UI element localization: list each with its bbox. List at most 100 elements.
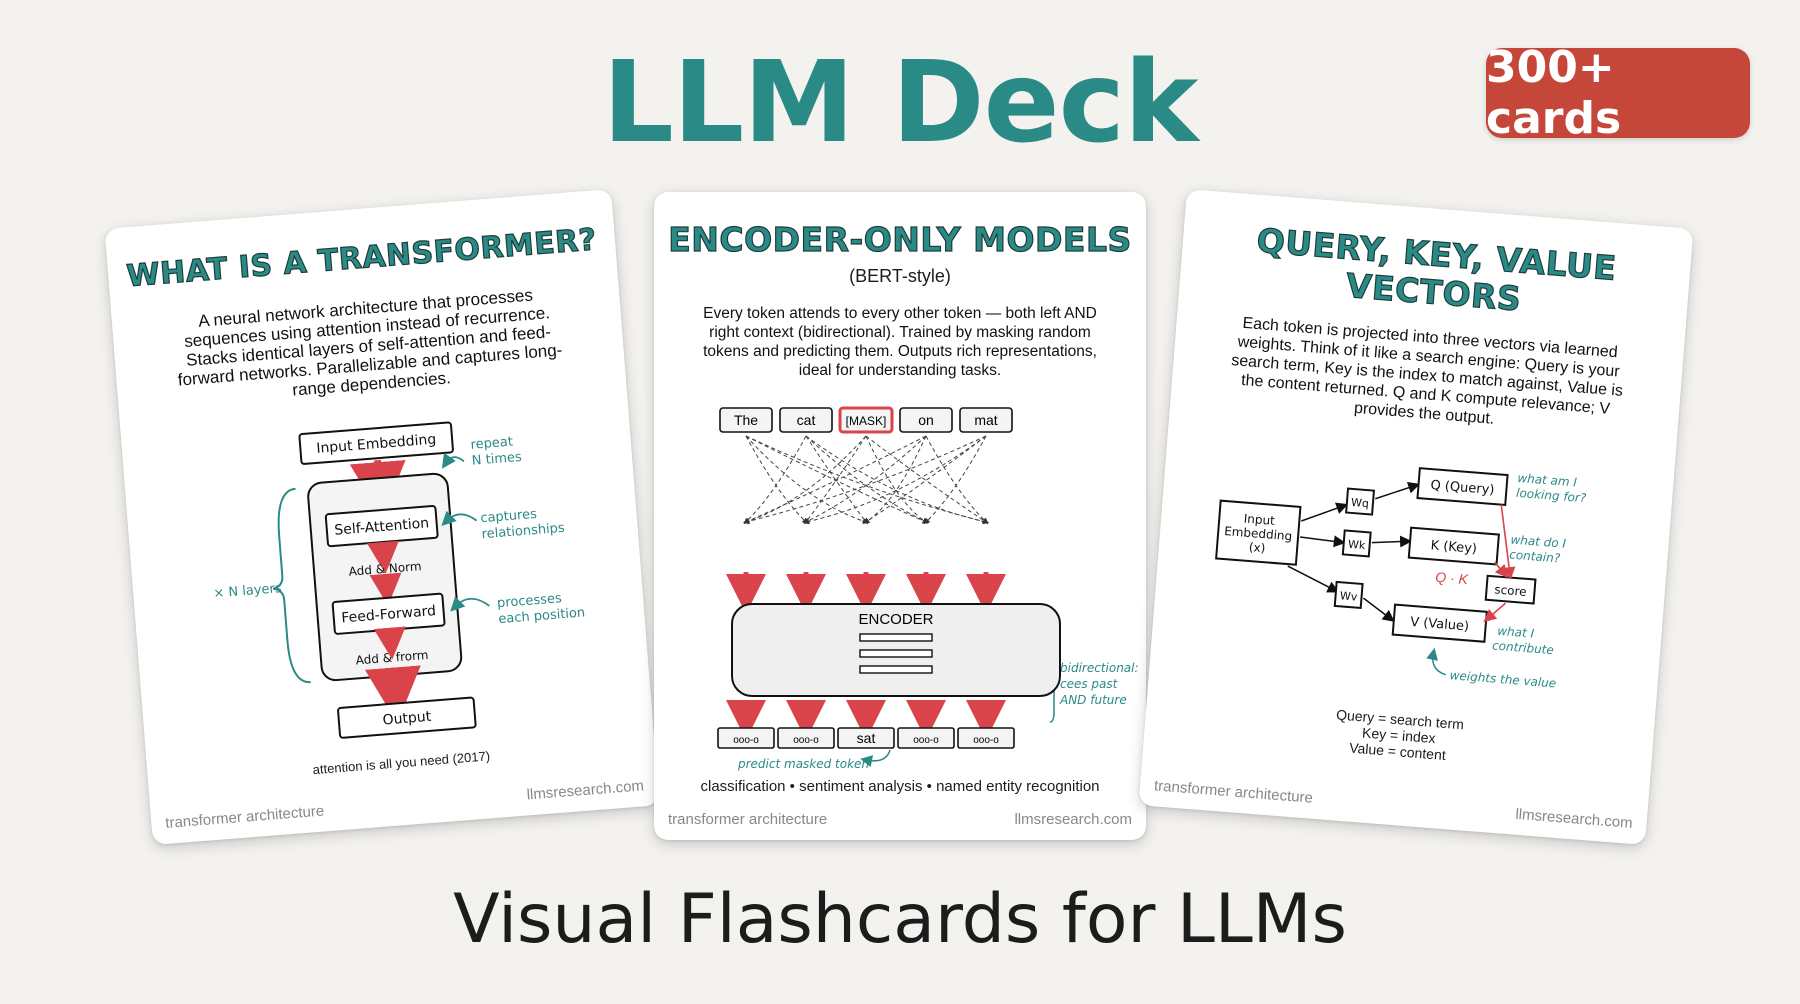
token-label: The	[734, 412, 758, 428]
attention-line	[865, 435, 989, 524]
wk-box	[1341, 529, 1372, 558]
query-label: Q (Query)	[1430, 478, 1495, 498]
bidirectional-note-2: cees past	[1060, 677, 1119, 691]
token-label: mat	[974, 412, 997, 428]
wq-label: Wq	[1351, 496, 1370, 510]
input-embedding-label: Input	[1243, 512, 1275, 528]
query-box	[1416, 467, 1509, 507]
attention-line	[863, 435, 927, 524]
card-footer-right: llmsresearch.com	[1014, 811, 1132, 828]
encoder-label: ENCODER	[858, 611, 933, 628]
output-token-label: ooo-o	[913, 735, 939, 746]
attention-line	[805, 435, 868, 525]
processes-note: processes	[497, 591, 563, 611]
output-token-label: ooo-o	[733, 735, 759, 746]
output-token-box	[957, 727, 1015, 749]
value-box	[1391, 603, 1488, 643]
feed-forward-label: Feed-Forward	[341, 603, 437, 626]
attention-line	[803, 435, 987, 525]
card-description: Every token attends to every other token…	[703, 305, 1097, 379]
input-embedding-box	[1215, 499, 1302, 566]
attention-line	[743, 435, 927, 524]
layers-note: × N layers	[213, 581, 282, 601]
score-label: score	[1494, 582, 1527, 598]
value-label: V (Value)	[1410, 615, 1470, 635]
attention-line	[923, 435, 987, 525]
query-note-2: looking for?	[1516, 486, 1588, 506]
wv-box	[1333, 580, 1364, 610]
wk-label: Wk	[1348, 538, 1367, 552]
processes-note-2: each position	[498, 605, 586, 627]
attention-line	[805, 435, 989, 525]
bidirectional-note: bidirectional:	[1060, 661, 1139, 675]
attention-line	[745, 435, 809, 525]
value-note-2: contribute	[1492, 638, 1555, 657]
card-footer-left: transformer architecture	[1153, 777, 1314, 807]
self-attention-label: Self-Attention	[334, 515, 430, 538]
output-token-box	[777, 727, 835, 749]
query-note: what am I	[1517, 471, 1578, 490]
card-description: Each token is projected into three vecto…	[1230, 314, 1624, 428]
layers-brace	[272, 487, 311, 684]
deck-title: LLM Deck	[602, 38, 1199, 168]
wq-box	[1345, 487, 1376, 516]
card-title-sub: (BERT-style)	[849, 266, 951, 286]
key-box	[1407, 526, 1500, 566]
attention-line	[863, 435, 987, 524]
key-label: K (Key)	[1430, 538, 1477, 557]
value-note: what I	[1497, 624, 1535, 641]
repeat-note-2: N times	[471, 450, 522, 469]
output-box	[337, 696, 477, 739]
bidirectional-note-3: AND future	[1059, 693, 1127, 707]
card-footer-right: llmsresearch.com	[1514, 805, 1634, 832]
output-token-box	[897, 727, 955, 749]
token-box	[719, 407, 773, 433]
attention-line	[743, 435, 987, 525]
attention-line	[865, 435, 929, 524]
output-token-label: sat	[857, 730, 876, 746]
attention-line	[804, 435, 867, 525]
output-token-label: ooo-o	[973, 735, 999, 746]
output-token-label: ooo-o	[793, 735, 819, 746]
attention-line	[745, 435, 989, 525]
card-title: ENCODER-ONLY MODELS	[668, 219, 1132, 259]
card-footer-left: transformer architecture	[668, 811, 828, 828]
predict-note: predict masked token	[737, 757, 869, 771]
attention-line	[743, 435, 807, 525]
token-box	[838, 406, 894, 434]
output-token-box	[837, 727, 895, 749]
card-count-badge: 300+ cards	[1486, 42, 1750, 144]
card-uses: classification • sentiment analysis • na…	[700, 778, 1100, 795]
wv-label: Wv	[1339, 589, 1358, 603]
encoder-block-diagram: ENCODER ooo-o ooo-o sat ooo-o ooo-o predict …	[717, 572, 1061, 771]
token-box	[959, 407, 1013, 433]
attention-line	[925, 435, 989, 525]
key-note-2: contain?	[1509, 547, 1561, 565]
card-description: A neural network architecture that proce…	[177, 285, 563, 400]
input-embedding-label-2: Embedding	[1224, 524, 1293, 543]
qkv-diagram: Input Embedding (x) Wq Wk Wv Q (Query) K…	[1215, 467, 1588, 690]
card-footer-right: llmsresearch.com	[526, 777, 645, 804]
qk-label: Q · K	[1435, 569, 1469, 588]
card-query-key-value[interactable]: QUERY, KEY, VALUE VECTORS Each token is …	[1138, 189, 1694, 845]
key-note: what do I	[1510, 533, 1567, 551]
card-footer-left: transformer architecture	[164, 802, 325, 832]
add-norm-label: Add & Norm	[348, 559, 422, 579]
weights-note: weights the value	[1449, 668, 1557, 690]
card-encoder-only-models[interactable]: ENCODER-ONLY MODELS (BERT-style) Every t…	[654, 192, 1146, 840]
input-embedding-label-3: (x)	[1248, 540, 1266, 555]
add-norm-2-label: Add & frorm	[355, 648, 429, 668]
captures-note-2: relationships	[481, 521, 565, 542]
deck-subtitle: Visual Flashcards for LLMs	[453, 880, 1347, 959]
token-box	[779, 407, 833, 433]
attention-line	[743, 435, 867, 524]
input-embedding-box	[298, 421, 454, 465]
repeat-note: repeat	[470, 435, 513, 453]
card-what-is-transformer[interactable]: WHAT IS A TRANSFORMER? A neural network …	[104, 189, 660, 845]
transformer-diagram: Input Embedding Self-Attention Add & Nor…	[213, 421, 586, 739]
token-label: on	[918, 412, 934, 428]
layer-stack	[307, 472, 463, 682]
captures-note: captures	[480, 507, 538, 526]
output-token-box	[717, 727, 775, 749]
